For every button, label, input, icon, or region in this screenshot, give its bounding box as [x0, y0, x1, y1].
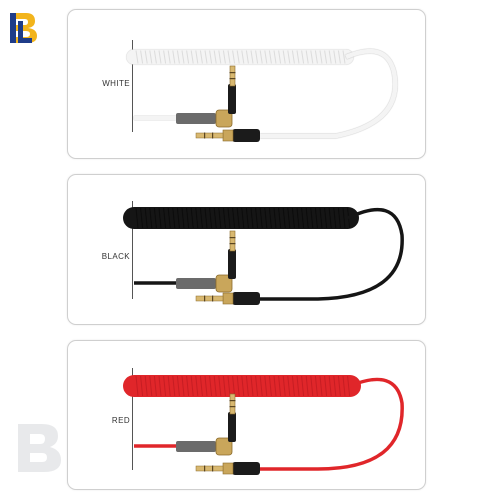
white-coiled-cable-image — [126, 48, 398, 142]
cable-panel-black: BLACK — [67, 174, 426, 325]
cable-panel-white: WHITE — [67, 9, 426, 159]
straight-jack-plug — [195, 462, 260, 475]
black-coiled-cable-image — [123, 207, 404, 305]
red-coiled-cable-image — [123, 375, 404, 475]
straight-jack-plug — [195, 129, 260, 142]
cable-body — [123, 375, 404, 471]
angled-jack-plug — [176, 393, 236, 456]
straight-jack-plug — [195, 292, 260, 305]
cable-body — [126, 48, 398, 139]
angled-jack-plug — [176, 230, 236, 293]
panel-divider — [132, 368, 133, 470]
color-label-red: RED — [111, 416, 130, 425]
panel-divider — [132, 201, 133, 299]
cable-body — [123, 207, 404, 301]
brand-logo-icon — [10, 13, 37, 43]
angled-jack-plug — [176, 65, 236, 128]
cable-panel-red: RED — [67, 340, 426, 490]
panel-divider — [132, 40, 133, 132]
color-label-black: BLACK — [101, 252, 130, 261]
color-label-white: WHITE — [102, 79, 130, 88]
brand-watermark-icon — [18, 424, 61, 472]
